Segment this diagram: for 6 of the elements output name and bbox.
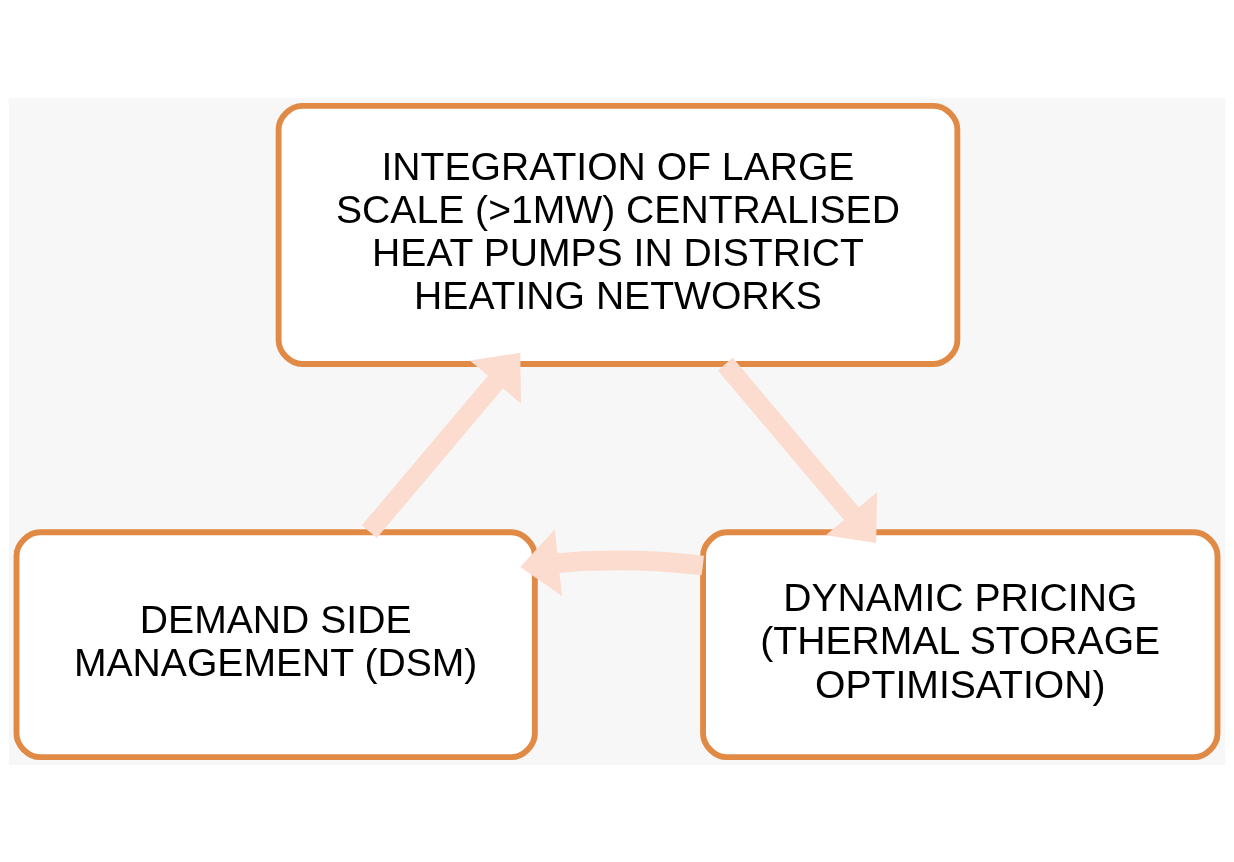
node-box: DYNAMIC PRICING (THERMAL STORAGE OPTIMISATION)	[700, 528, 1221, 760]
arrow	[520, 528, 704, 596]
node-box: DEMAND SIDE MANAGEMENT (DSM)	[13, 528, 538, 760]
arrow	[361, 352, 522, 538]
node-box: INTEGRATION OF LARGE SCALE (>1MW) CENTRALISED HEAT PUMPS IN DISTRICT HEATING NETWORKS	[275, 102, 961, 367]
arrow	[717, 357, 878, 543]
